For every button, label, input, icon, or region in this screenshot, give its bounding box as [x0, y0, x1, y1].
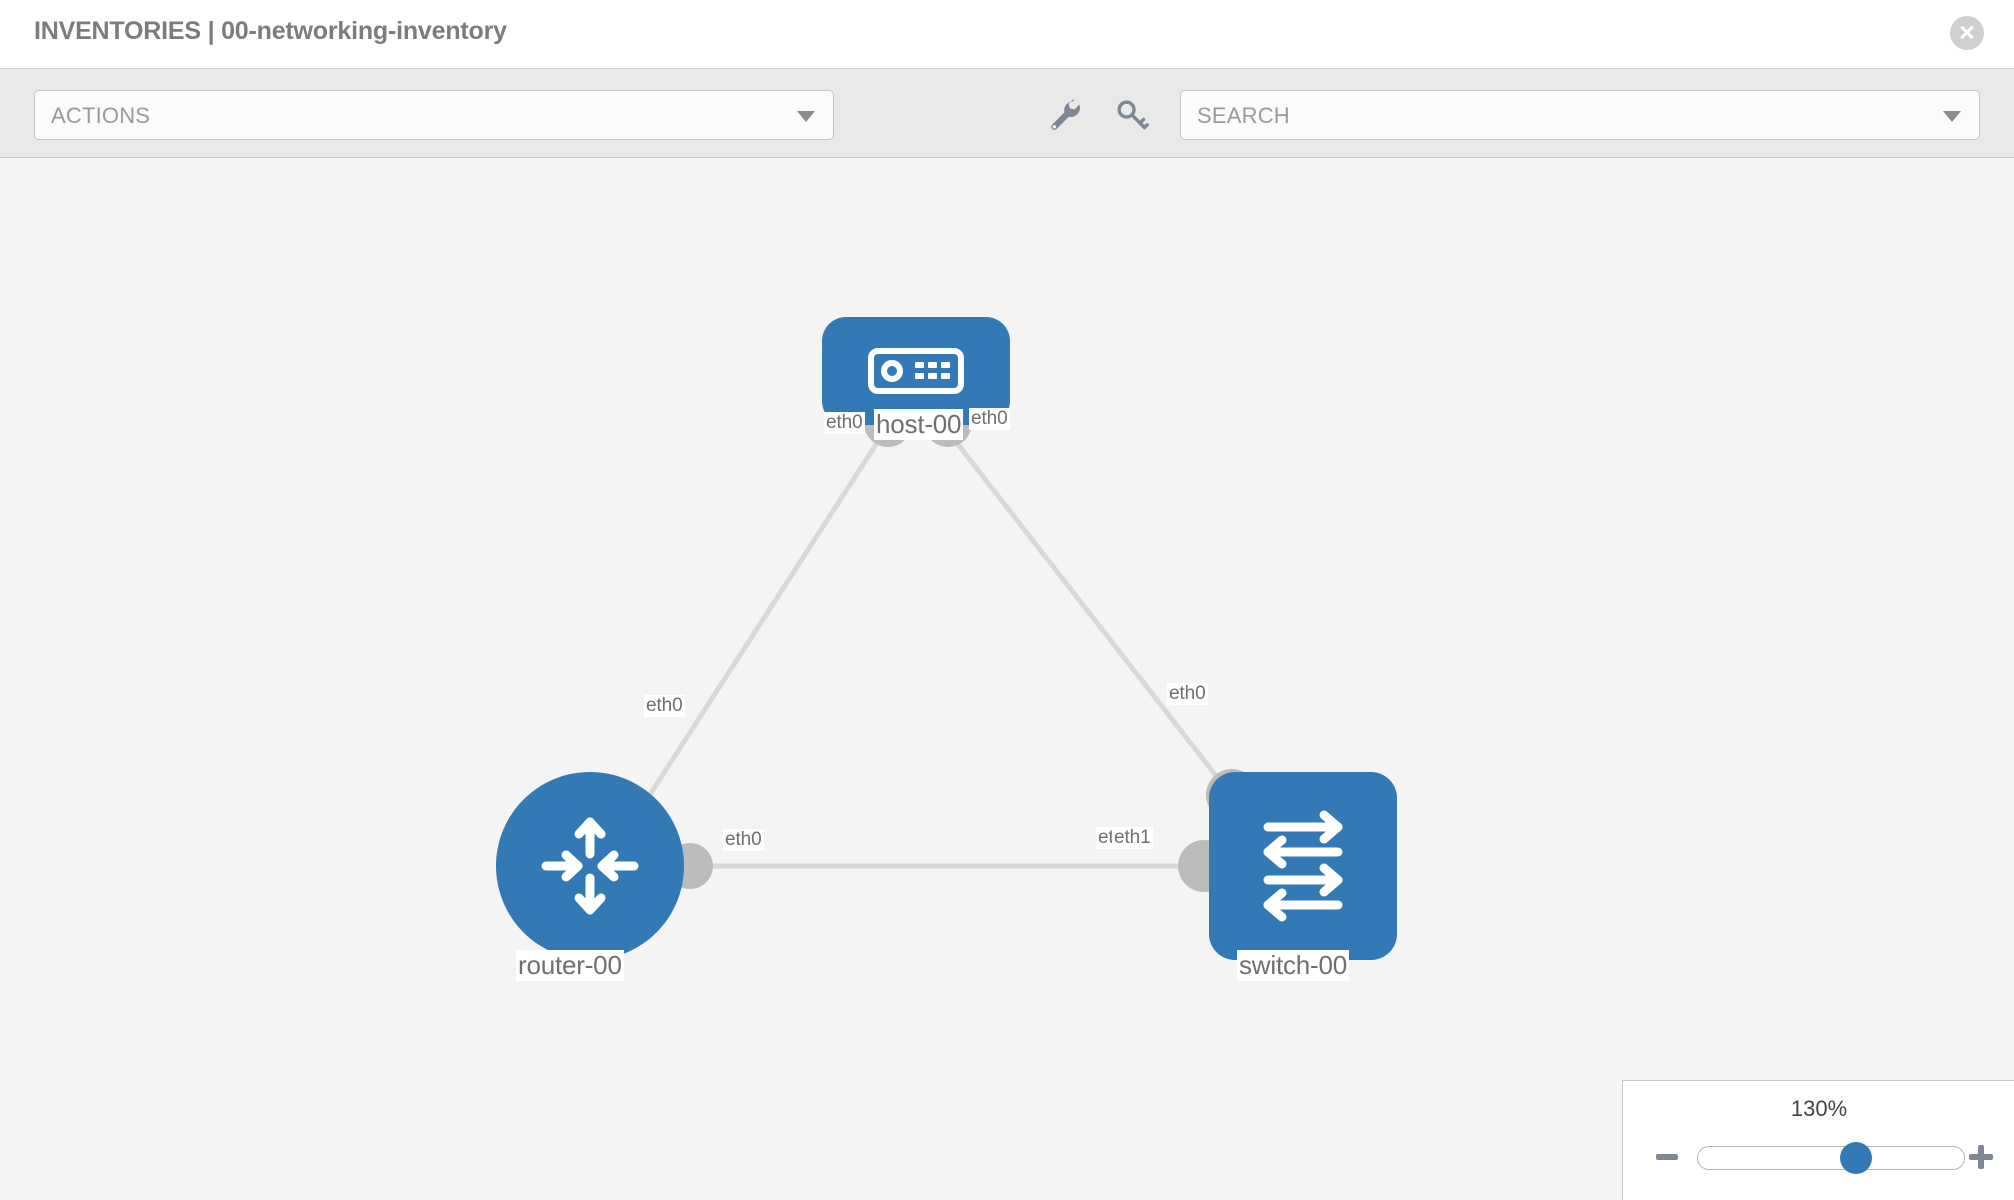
search-input[interactable]: SEARCH	[1180, 90, 1980, 140]
node-host-00[interactable]: host-00	[822, 317, 1010, 440]
node-router-00[interactable]: router-00	[496, 772, 684, 981]
edge-label-router-uplink: eth0	[644, 695, 685, 717]
edge-label-host-left: eth0	[824, 412, 865, 434]
edge-host-switch[interactable]	[944, 427, 1240, 806]
edge-label-switch-left-eth1: eth1	[1112, 827, 1153, 849]
key-tool-button[interactable]	[1110, 95, 1154, 135]
plus-icon	[1969, 1145, 1993, 1169]
server-device-icon	[868, 348, 964, 394]
key-icon	[1117, 100, 1149, 130]
topology-canvas[interactable]: host-00	[0, 159, 2014, 1200]
node-host-00-shape[interactable]	[822, 317, 1010, 425]
zoom-slider[interactable]	[1697, 1142, 1965, 1174]
actions-dropdown[interactable]: ACTIONS	[34, 90, 834, 140]
close-button[interactable]	[1950, 16, 1984, 50]
router-four-arrows-icon	[541, 817, 639, 915]
search-chevron-down-icon[interactable]	[1943, 111, 1961, 122]
switch-arrows-icon	[1263, 810, 1343, 922]
search-placeholder: SEARCH	[1197, 103, 1290, 128]
zoom-level-value: 130%	[1790, 1096, 1848, 1121]
page-title: INVENTORIES | 00-networking-inventory	[34, 17, 507, 45]
edge-router-host[interactable]	[646, 427, 889, 798]
chevron-down-icon	[797, 111, 815, 122]
node-host-00-label: host-00	[874, 409, 964, 440]
edge-label-switch-uplink: eth0	[1167, 683, 1208, 705]
edge-label-router-right: eth0	[723, 829, 764, 851]
wrench-tool-button[interactable]	[1042, 95, 1086, 135]
zoom-control-row	[1623, 1135, 2014, 1179]
node-router-00-shape[interactable]	[496, 772, 684, 960]
minus-icon	[1656, 1154, 1678, 1160]
zoom-out-button[interactable]	[1647, 1135, 1687, 1179]
node-switch-00-label: switch-00	[1237, 950, 1350, 981]
close-icon	[1960, 25, 1974, 40]
zoom-in-button[interactable]	[1961, 1135, 2001, 1179]
toolbar: ACTIONS SEARCH	[0, 69, 2014, 158]
wrench-icon	[1051, 98, 1080, 130]
page-header: INVENTORIES | 00-networking-inventory	[0, 0, 2014, 69]
zoom-control-panel: 130%	[1622, 1080, 2014, 1200]
zoom-slider-handle[interactable]	[1839, 1142, 1872, 1174]
edge-label-host-right: eth0	[969, 408, 1010, 430]
node-switch-00-shape[interactable]	[1209, 772, 1397, 960]
actions-dropdown-label: ACTIONS	[51, 103, 151, 128]
node-switch-00[interactable]: switch-00	[1209, 772, 1397, 981]
node-router-00-label: router-00	[516, 950, 624, 981]
topology-graph	[646, 399, 1258, 892]
